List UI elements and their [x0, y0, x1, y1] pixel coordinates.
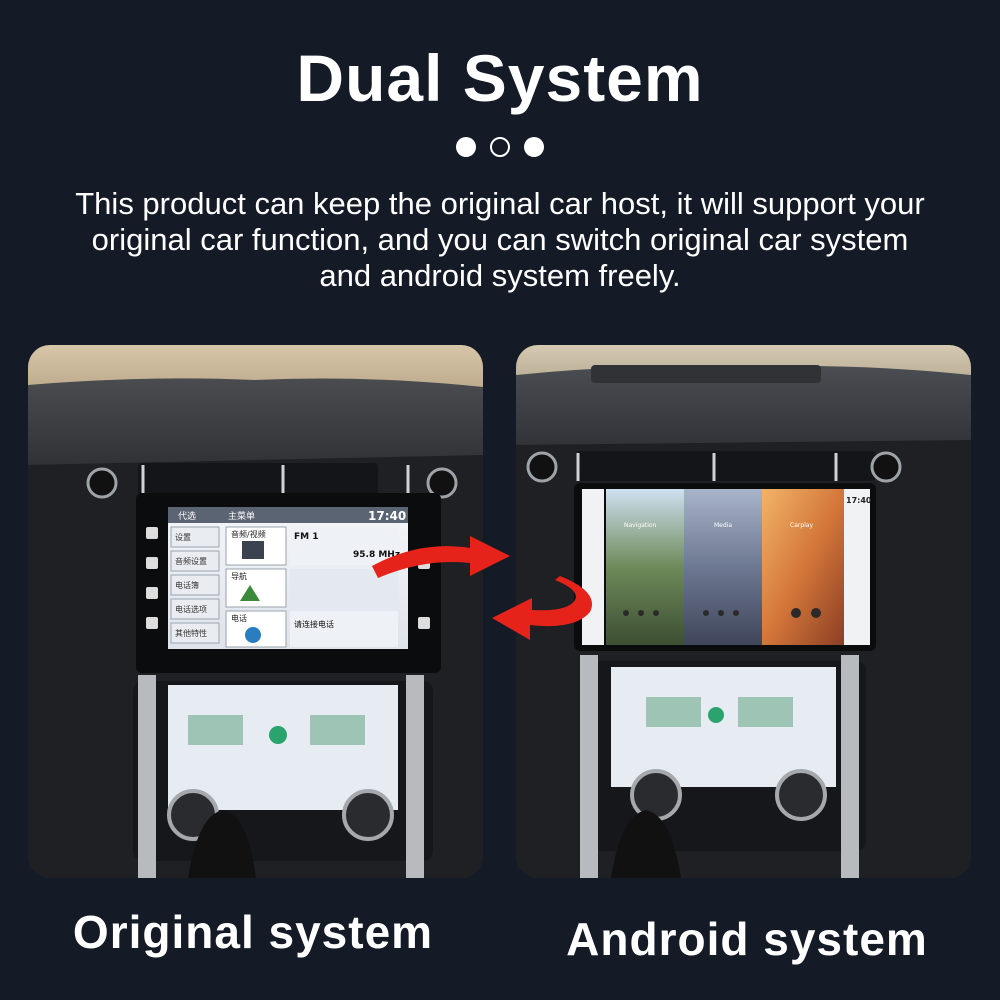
clock: 17:40 [368, 509, 406, 523]
description-line: This product can keep the original car h… [75, 186, 925, 221]
caption-android-system: Android system [566, 913, 928, 965]
menu-item: 电话选项 [175, 604, 207, 614]
pagination-dots [0, 137, 1000, 157]
android-carplay-label: Carplay [790, 522, 813, 529]
menu-item: 设置 [175, 532, 191, 542]
android-system-photo: Navigation Media Carplay 17:40 [516, 345, 971, 878]
menu-item: 电话簿 [175, 580, 199, 590]
tab-option: 代选 [178, 510, 196, 522]
station-name: FM 1 [294, 532, 319, 542]
pagination-dot-active[interactable] [490, 137, 510, 157]
pagination-dot[interactable] [456, 137, 476, 157]
android-media-label: Media [714, 522, 732, 529]
tab-main-menu: 主菜单 [228, 510, 255, 522]
menu-item: 音频设置 [175, 556, 207, 566]
media-label: 音频/视频 [231, 529, 266, 539]
menu-item: 其他特性 [175, 628, 207, 638]
description-line: and android system freely. [319, 258, 681, 293]
android-navigation-label: Navigation [624, 522, 657, 529]
frequency: 95.8 MHz [353, 550, 400, 560]
caption-original-system: Original system [72, 906, 434, 958]
original-system-photo: 代选 主菜单 17:40 设置 音频设置 电话簿 电话选项 其他特性 音频/视频… [28, 345, 483, 878]
android-clock: 17:40 [846, 496, 872, 505]
description: This product can keep the original car h… [20, 186, 980, 294]
page-title: Dual System [296, 41, 704, 115]
phone-status: 请连接电话 [294, 619, 334, 629]
pagination-dot[interactable] [524, 137, 544, 157]
nav-label: 导航 [231, 571, 247, 581]
phone-label: 电话 [231, 613, 247, 623]
description-line: original car function, and you can switc… [91, 222, 909, 257]
